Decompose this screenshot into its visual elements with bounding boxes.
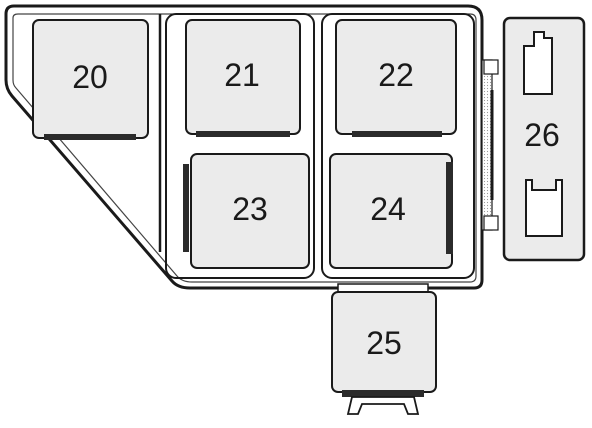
relay-23-terminal [183, 164, 189, 252]
relay-21: 21 [185, 19, 301, 137]
relay-25-label: 25 [366, 325, 402, 361]
relay-26-label: 26 [524, 117, 560, 153]
relay-25-terminal [342, 390, 424, 397]
relay-21-label: 21 [224, 57, 260, 93]
relay-22-label: 22 [378, 57, 414, 93]
relay-25: 25 [331, 283, 437, 415]
relay-20-terminal [44, 134, 136, 140]
relay-24: 24 [329, 153, 453, 269]
relay-20-label: 20 [72, 59, 108, 95]
relay-21-terminal [196, 131, 290, 137]
relay-20: 20 [32, 19, 149, 140]
relay-24-label: 24 [370, 191, 406, 227]
relay-23: 23 [183, 153, 310, 269]
relay-26: 26 [502, 16, 586, 262]
relay-26-upper-socket [523, 31, 553, 95]
relay-23-label: 23 [232, 191, 268, 227]
relay-24-terminal [446, 162, 453, 254]
compartment-dividers [158, 13, 475, 279]
relay-22-terminal [352, 131, 442, 137]
relay-25-mount-bracket [346, 396, 420, 415]
relay-26-lower-socket [525, 179, 563, 237]
connector-strip [481, 59, 499, 231]
relay-22: 22 [335, 19, 457, 137]
